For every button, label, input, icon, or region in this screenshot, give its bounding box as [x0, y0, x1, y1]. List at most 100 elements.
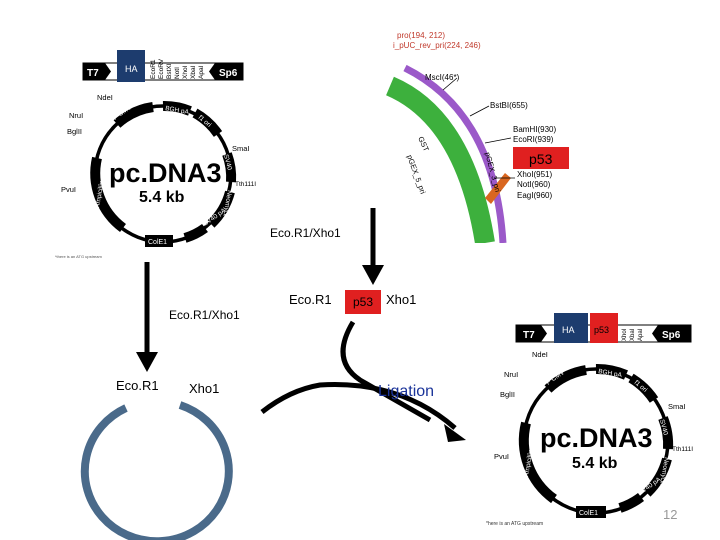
- result-sv40-arc: [658, 416, 674, 450]
- ampicillin-label: Ampicillin: [94, 180, 106, 209]
- pcmv-arc: [113, 102, 154, 128]
- insert-p53-label: p53: [529, 151, 553, 167]
- result-sp6-arrow: [652, 325, 691, 342]
- orange-marker: [485, 173, 511, 204]
- site-bstbi: BstBI(655): [490, 101, 528, 110]
- bgh-label: BGH pA: [165, 105, 190, 116]
- mcs-site-2: EcoRV: [158, 58, 165, 79]
- mcs-site-7: ApaI: [198, 65, 205, 79]
- result-ndei-label: NdeI: [532, 350, 548, 359]
- plasmid-size: 5.4 kb: [139, 189, 185, 206]
- site-eagi: EagI(960): [517, 191, 552, 200]
- t7-label: T7: [87, 68, 99, 79]
- ligation-label: Ligation: [378, 383, 435, 400]
- ha-tag-label: HA: [125, 64, 138, 74]
- green-arc: [385, 76, 495, 245]
- bglii-label: BglII: [67, 127, 82, 136]
- result-bgh-label: BGH pA: [598, 368, 623, 379]
- neomycin-arc: [207, 190, 235, 228]
- result-cole1-label: ColE1: [579, 510, 598, 517]
- vector-right-site: Xho1: [189, 381, 220, 396]
- result-footnote: *here is an ATG upstream: [486, 521, 543, 527]
- t7-arrow: [83, 63, 111, 80]
- ha-tag-box: [117, 50, 145, 82]
- digest-label-left: Eco.R1/Xho1: [169, 308, 240, 322]
- sv40pa-arc: [183, 223, 208, 243]
- result-ampicillin-label: Ampicillin: [523, 449, 535, 478]
- mcs-site-1: EcoR1: [150, 59, 157, 79]
- linear-vector-arc: [80, 401, 233, 540]
- site-msci: MscI(46*): [425, 73, 460, 82]
- insert-left-site: Eco.R1: [289, 292, 332, 307]
- result-t7-label: T7: [523, 330, 535, 341]
- sv40-label: SV40: [222, 154, 233, 172]
- bgh-arc: [162, 101, 192, 116]
- insert-header-1: pro(194, 212): [397, 31, 445, 40]
- result-p53-label: p53: [594, 325, 609, 335]
- insert-right-site: Xho1: [386, 292, 417, 307]
- sp6-label: Sp6: [219, 68, 238, 79]
- result-pvui-label: PvuI: [494, 452, 509, 461]
- result-sv40-label: SV40: [658, 419, 669, 437]
- ampicillin-arc: [90, 156, 127, 233]
- sv40-arc: [222, 152, 237, 183]
- purple-arc: [403, 64, 507, 244]
- nrui-label: NruI: [69, 111, 83, 120]
- result-pcmv-arc: [544, 365, 587, 393]
- result-neomycin-label: Neomycin: [658, 457, 670, 487]
- result-mcs-site-2: XbaI: [630, 328, 636, 341]
- result-cole1-box: [576, 506, 606, 518]
- result-nrui-label: NruI: [504, 370, 518, 379]
- cole1-label: ColE1: [148, 239, 167, 246]
- tth-label: Tth111I: [235, 181, 256, 188]
- result-p53-box: [590, 313, 618, 343]
- result-ha-label: HA: [562, 325, 575, 335]
- down-arrow-right-head: [362, 265, 384, 285]
- result-sp6-label: Sp6: [662, 330, 681, 341]
- cole1-box: [145, 235, 173, 247]
- result-sv40pa-arc: [618, 492, 645, 513]
- result-mcs-site-1: XhoI: [622, 328, 628, 341]
- site-bamhi: BamHI(930): [513, 125, 556, 134]
- site-ecori: EcoRI(939): [513, 135, 554, 144]
- insert-header-2: i_pUC_rev_pri(224, 246): [393, 41, 481, 50]
- vector-curve: [260, 382, 457, 430]
- insert-gene-box: p53: [345, 290, 381, 314]
- result-neomycin-arc: [643, 457, 672, 497]
- down-arrow-left-head: [136, 352, 158, 372]
- result-smai-label: SmaI: [668, 402, 686, 411]
- result-ampicillin-arc: [518, 421, 558, 504]
- result-plasmid-size: 5.4 kb: [572, 455, 618, 472]
- result-bgh-arc: [595, 364, 628, 380]
- page-number: 12: [663, 507, 678, 522]
- vector-left-site: Eco.R1: [116, 378, 159, 393]
- plasmid-name: pc.DNA3: [109, 158, 222, 188]
- mcs-site-3: BstXI: [166, 63, 173, 79]
- mcs-site-6: XbaI: [190, 65, 197, 79]
- result-tth-label: Tth111I: [672, 446, 693, 453]
- mcs-site-5: XhoI: [182, 65, 189, 79]
- pvui-label: PvuI: [61, 185, 76, 194]
- result-ha-box: [554, 313, 588, 343]
- mcs-site-4: NotI: [174, 67, 181, 79]
- insert-curve: [340, 320, 432, 423]
- result-plasmid-map: T7 HA p53 XhoI XbaI ApaI Sp6 ColE1 NdeI …: [486, 313, 706, 535]
- result-t7-arrow: [516, 325, 547, 342]
- ndei-label: NdeI: [97, 93, 113, 102]
- site-xhoi: XhoI(951): [517, 170, 552, 179]
- top-footnote: *there is an ATG upstream: [55, 254, 103, 259]
- insert-p53-box: [513, 147, 569, 169]
- insert-map: pro(194, 212) i_pUC_rev_pri(224, 246) Ms…: [385, 28, 585, 245]
- site-noti: NotI(960): [517, 180, 551, 189]
- neomycin-label: Neomycin: [221, 190, 233, 220]
- result-f1ori-arc: [628, 373, 659, 403]
- sp6-arrow: [209, 63, 243, 80]
- result-plasmid-name: pc.DNA3: [540, 423, 653, 453]
- result-bglii-label: BglII: [500, 390, 515, 399]
- result-mcs-site-3: ApaI: [638, 328, 644, 341]
- f1ori-arc: [192, 108, 223, 137]
- digest-label-top: Eco.R1/Xho1: [270, 226, 341, 240]
- smai-label: SmaI: [232, 144, 250, 153]
- top-plasmid-map: T7 HA Sp6 EcoR1 EcoRV BstXI NotI XhoI Xb…: [55, 50, 270, 260]
